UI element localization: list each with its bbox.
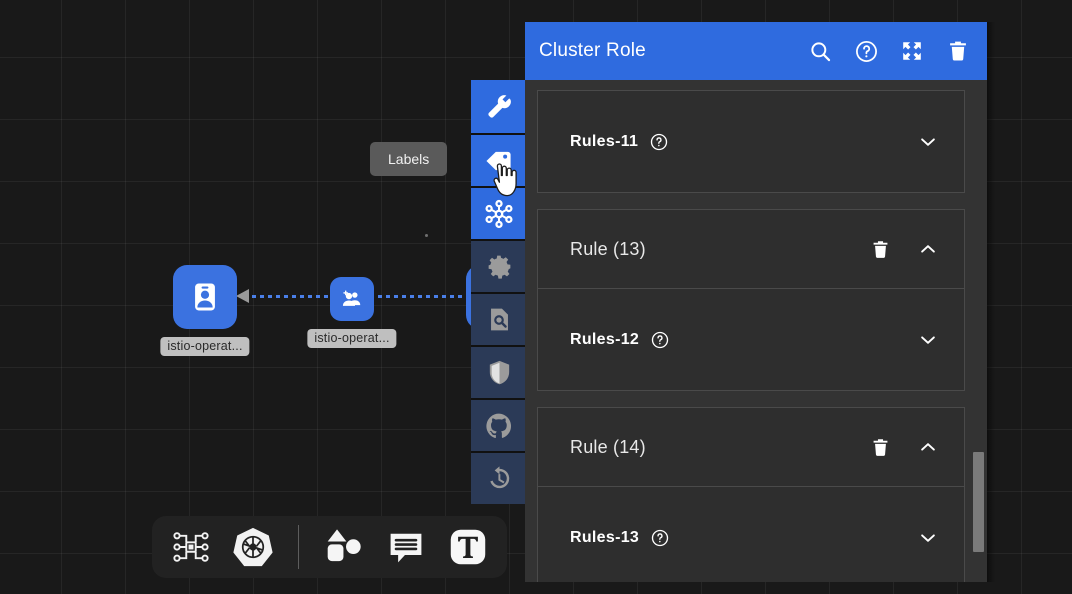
help-icon-small[interactable] — [651, 331, 669, 349]
toolbar-item-shapes[interactable] — [319, 522, 369, 572]
expand-icon — [903, 42, 921, 60]
role-binding-node[interactable]: istio-operat... — [307, 277, 397, 348]
rail-item-wrench[interactable] — [471, 80, 527, 133]
expand-button[interactable] — [899, 38, 925, 64]
tag-icon — [486, 151, 511, 170]
rules-card[interactable]: Rules-11 — [537, 90, 965, 193]
node-label: istio-operat... — [160, 337, 250, 356]
toolbar-item-kubernetes[interactable] — [228, 522, 278, 572]
canvas-dot — [425, 234, 428, 237]
help-button[interactable] — [853, 38, 879, 64]
chevron-down-icon[interactable] — [916, 130, 940, 154]
search-button[interactable] — [807, 38, 833, 64]
left-tool-rail[interactable] — [471, 80, 527, 504]
toolbar-item-chip[interactable] — [166, 522, 216, 572]
rule-header[interactable]: Rule (14) — [538, 408, 964, 487]
shield-icon — [489, 360, 509, 385]
help-icon — [651, 529, 669, 546]
document-search-icon — [490, 308, 508, 331]
delete-icon — [873, 240, 887, 258]
rule-title: Rule (13) — [570, 238, 646, 259]
wrench-icon — [488, 94, 511, 118]
help-icon — [651, 331, 669, 348]
rail-item-github[interactable] — [471, 398, 527, 451]
text-tool-icon — [450, 529, 486, 565]
rules-label: Rules-12 — [570, 330, 640, 348]
service-account-node[interactable]: istio-operat... — [160, 265, 250, 356]
help-icon — [651, 133, 668, 150]
cluster-role-panel[interactable]: Cluster Role — [525, 22, 987, 582]
search-icon — [810, 41, 830, 61]
panel-shadow — [987, 22, 995, 582]
toolbar-item-comment[interactable] — [381, 522, 431, 572]
shapes-icon — [327, 529, 361, 562]
history-icon — [489, 466, 509, 489]
help-icon-small[interactable] — [650, 133, 668, 151]
node-icon-box[interactable] — [330, 277, 374, 321]
node-label: istio-operat... — [307, 329, 397, 348]
toolbar-item-text-tool[interactable] — [443, 522, 493, 572]
id-badge-icon — [195, 283, 215, 311]
panel-body[interactable]: Rules-11 — [525, 80, 987, 582]
delete-icon — [873, 438, 887, 456]
rule-delete-button[interactable] — [868, 435, 892, 459]
panel-header-actions[interactable] — [807, 38, 971, 64]
rule-delete-button[interactable] — [868, 237, 892, 261]
rule-title: Rule (14) — [570, 436, 646, 457]
kubernetes-icon — [233, 527, 273, 567]
rule-body[interactable]: Rules-13 — [538, 487, 964, 582]
rail-item-document-search[interactable] — [471, 292, 527, 345]
chevron-down-icon[interactable] — [916, 328, 940, 352]
rail-item-network-hub[interactable] — [471, 186, 527, 239]
node-icon-box[interactable] — [173, 265, 237, 329]
help-icon — [855, 40, 877, 62]
page-title: Cluster Role — [539, 40, 646, 61]
rules-row[interactable]: Rules-13 — [538, 487, 964, 582]
rail-item-history[interactable] — [471, 451, 527, 504]
chip-icon — [173, 532, 209, 562]
gear-icon — [488, 255, 510, 279]
toolbar-separator — [298, 525, 299, 569]
rules-label: Rules-11 — [570, 132, 639, 150]
rules-row[interactable]: Rules-12 — [538, 289, 964, 390]
rail-item-shield[interactable] — [471, 345, 527, 398]
rule-header[interactable]: Rule (13) — [538, 210, 964, 289]
network-hub-icon — [485, 199, 513, 228]
edge-serviceaccount-rolebinding — [244, 295, 356, 298]
panel-scrollbar-thumb[interactable] — [973, 452, 984, 552]
chevron-down-icon[interactable] — [916, 526, 940, 550]
group-add-icon — [342, 290, 361, 306]
rule-group[interactable]: Rule (14) — [537, 407, 965, 582]
bottom-toolbar[interactable] — [152, 516, 507, 578]
rail-item-gear[interactable] — [471, 239, 527, 292]
edge-rolebinding-clusterrole — [378, 295, 474, 298]
rules-label: Rules-13 — [570, 528, 640, 546]
chevron-up-icon[interactable] — [916, 435, 940, 459]
rule-group[interactable]: Rule (13) — [537, 209, 965, 391]
help-icon-small[interactable] — [651, 529, 669, 547]
panel-header: Cluster Role — [525, 22, 987, 80]
chevron-up-icon[interactable] — [916, 237, 940, 261]
delete-icon — [950, 41, 966, 61]
delete-button[interactable] — [945, 38, 971, 64]
comment-icon — [390, 533, 422, 563]
github-icon — [486, 413, 512, 438]
edge-arrowhead — [236, 289, 249, 303]
rail-item-tag[interactable] — [471, 133, 527, 186]
rule-body[interactable]: Rules-12 — [538, 289, 964, 390]
rules-row[interactable]: Rules-11 — [538, 91, 964, 192]
labels-tooltip: Labels — [370, 142, 448, 176]
